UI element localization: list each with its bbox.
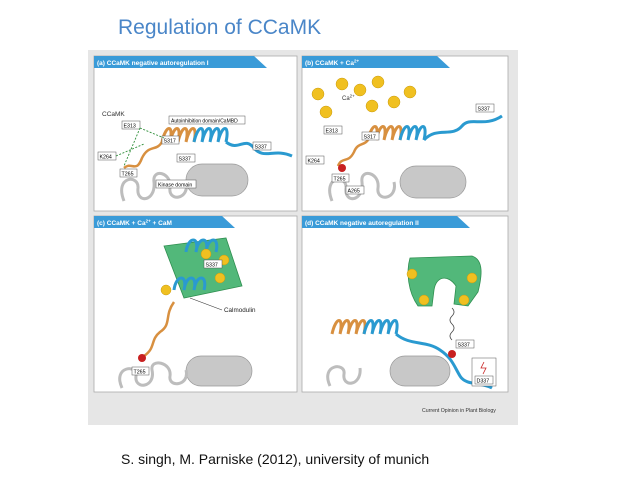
svg-text:(b) CCaMK + Ca2+: (b) CCaMK + Ca2+ <box>305 59 359 68</box>
label-b-t265: T265 <box>334 176 346 182</box>
panel-b-header: (b) CCaMK + Ca <box>305 60 354 67</box>
label-calmodulin: Calmodulin <box>224 307 256 314</box>
label-c-t265: T265 <box>134 369 146 375</box>
label-c-s337: S337 <box>206 262 218 268</box>
panel-c: (c) CCaMK + Ca2+ + CaM S337 Calmodulin T… <box>93 215 298 393</box>
slide-title: Regulation of CCaMK <box>118 16 322 39</box>
svg-text:Ca2+: Ca2+ <box>342 94 355 103</box>
phospho-site-d <box>448 350 456 358</box>
blue-helix <box>192 127 229 143</box>
label-b-s317: S317 <box>364 134 376 140</box>
calcium-bound-d <box>406 268 478 306</box>
kinase-domain-shape-b <box>399 165 467 199</box>
panel-c-header: (c) CCaMK + Ca <box>97 220 146 227</box>
kinase-domain-shape-d <box>389 355 451 387</box>
label-d-s337: S337 <box>458 342 470 348</box>
phospho-site-b <box>338 164 346 172</box>
panel-c-header-sup: 2+ <box>146 219 152 224</box>
calmodulin-u-shape <box>407 255 482 307</box>
orange-linker <box>123 141 164 170</box>
kinase-loops <box>120 172 188 202</box>
panel-b: (b) CCaMK + Ca2+ Ca2+ S337 E313 S317 K26… <box>301 55 509 212</box>
ccamk-figure: (a) CCaMK negative autoregulation I CCaM… <box>88 50 518 425</box>
figure-svg: (a) CCaMK negative autoregulation I CCaM… <box>93 55 509 414</box>
label-s317: S317 <box>164 138 176 144</box>
panel-d: (d) CCaMK negative autoregulation II S33… <box>301 215 509 393</box>
label-kinase-domain: Kinase domain <box>158 182 192 188</box>
label-b-e313: E313 <box>326 128 338 134</box>
label-b-s337: S337 <box>478 106 490 112</box>
label-e313: E313 <box>124 123 136 129</box>
label-b-k264: K264 <box>308 158 320 164</box>
calcium-ions <box>311 75 417 119</box>
label-ca: Ca <box>342 96 350 102</box>
label-b-a265: A265 <box>348 188 360 194</box>
label-d-d337: D337 <box>477 378 490 384</box>
panel-a-header: (a) CCaMK negative autoregulation I <box>97 60 209 67</box>
panel-c-header-tail: + CaM <box>151 220 172 227</box>
label-k264: K264 <box>100 154 112 160</box>
phospho-site-c <box>138 354 146 362</box>
label-t265: T265 <box>122 171 134 177</box>
label-ca-sup: 2+ <box>350 94 356 99</box>
panel-a: (a) CCaMK negative autoregulation I CCaM… <box>93 55 298 212</box>
kinase-domain-shape-c <box>185 355 253 387</box>
label-s337-a: S337 <box>179 156 191 162</box>
label-s337-b: S337 <box>255 144 267 150</box>
figure-source: Current Opinion in Plant Biology <box>422 408 496 414</box>
panel-b-header-sup: 2+ <box>354 59 360 64</box>
label-ccamk: CCaMK <box>102 111 125 118</box>
panel-d-header: (d) CCaMK negative autoregulation II <box>305 220 419 227</box>
label-autoinhibition: Autoinhibition domain/CaMBD <box>171 118 238 124</box>
svg-text:(c) CCaMK + Ca2+ + CaM: (c) CCaMK + Ca2+ + CaM <box>97 219 172 228</box>
slide-caption: S. singh, M. Parniske (2012), university… <box>121 451 430 467</box>
